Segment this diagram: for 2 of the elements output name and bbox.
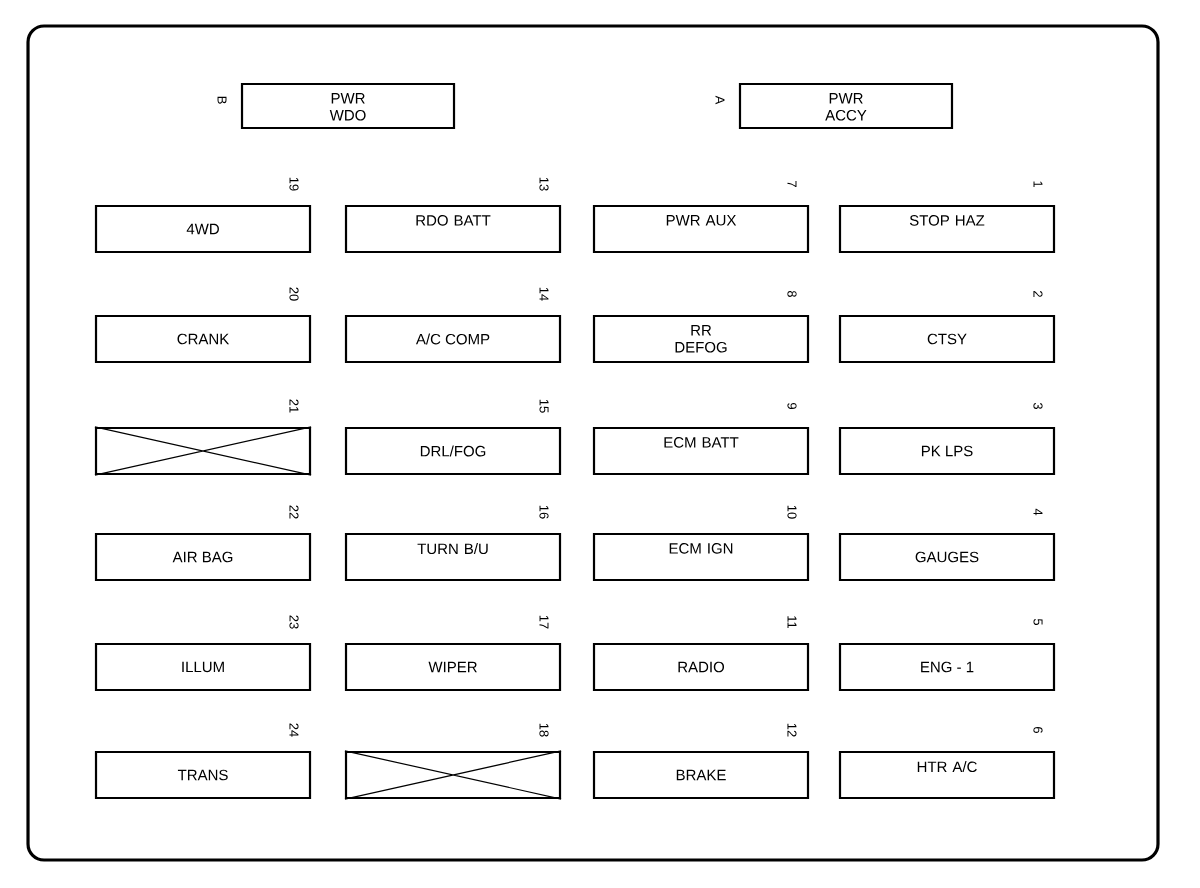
empty-fuse-slot xyxy=(94,426,312,476)
empty-fuse-slot xyxy=(344,750,562,800)
